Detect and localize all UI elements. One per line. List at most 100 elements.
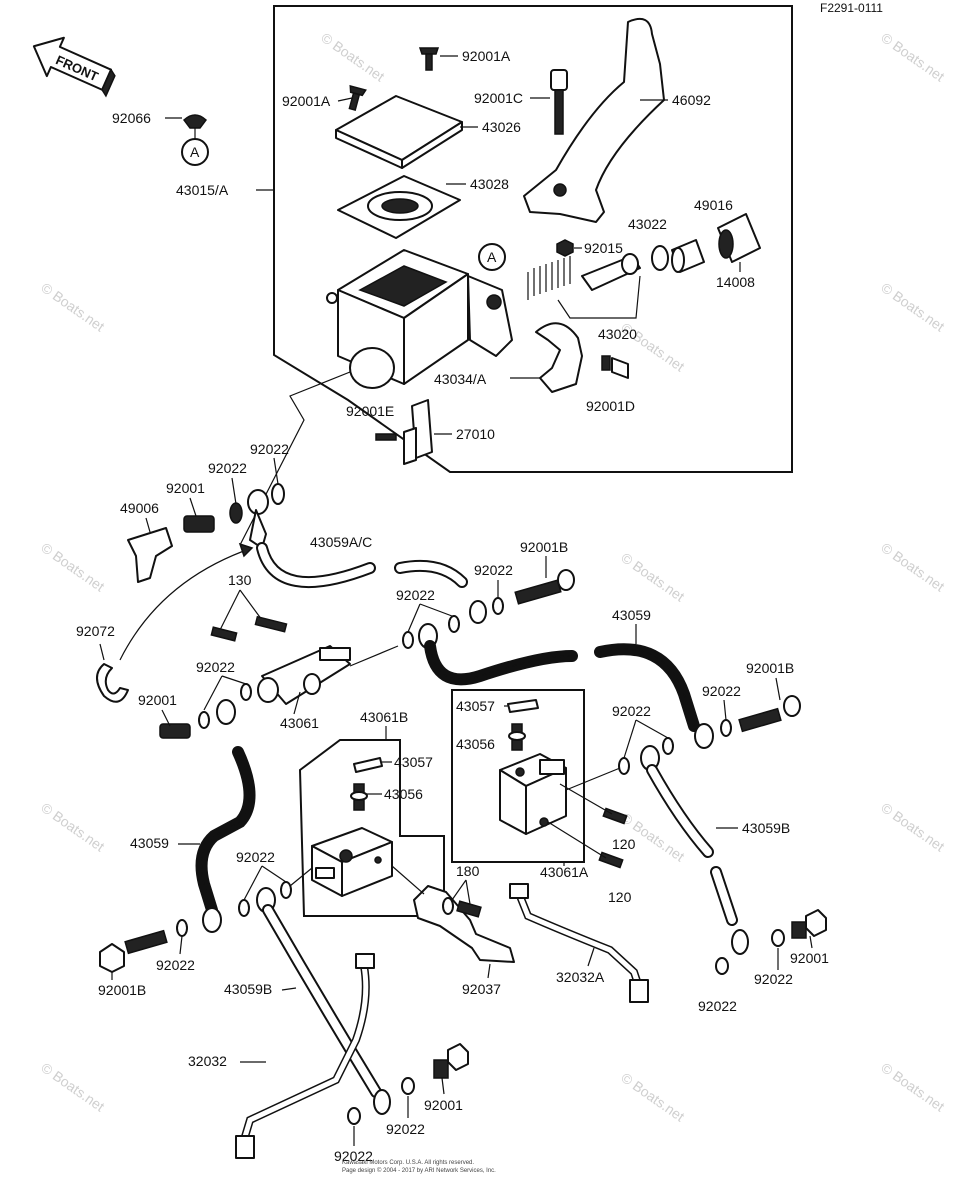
label-14008: 14008 [716,274,755,290]
watermark: © Boats.net [38,799,107,854]
label-43034a: 43034/A [434,371,487,387]
banjo-bolt-92001b-c [99,929,168,973]
master-cylinder-group-frame [273,5,793,473]
clip-92072 [96,663,129,703]
label-43026: 43026 [482,119,521,135]
label-49016: 49016 [694,197,733,213]
watermark: © Boats.net [38,539,107,594]
label-92022-d: 92022 [396,587,435,603]
hose-43059-left [195,746,256,916]
label-43059b-l: 43059B [224,981,272,997]
label-43059ac: 43059A/C [310,534,372,550]
leader-line [239,369,356,546]
washer-92022-lower-right [715,929,785,975]
clip-43057-b [353,757,383,773]
washer-92022 [492,597,504,615]
label-43057-b: 43057 [394,754,433,770]
valve-body-43061a [499,753,567,835]
label-43022: 43022 [628,216,667,232]
cap-screw-92066 [182,114,208,129]
watermark: © Boats.net [878,1059,947,1114]
label-43061: 43061 [280,715,319,731]
bolt-92001-bottom [433,1043,469,1079]
pipe-fitting-32032-bottom [235,1135,255,1159]
bolt-92001-lower-right [791,909,827,939]
label-92022-a: 92022 [250,441,289,457]
label-92022-h: 92022 [236,849,275,865]
label-92001c: 92001C [474,90,523,106]
banjo-union [731,929,749,955]
diaphragm-43028 [337,175,461,239]
hose-43059-center [424,640,578,686]
copyright-line-2: Page design © 2004 - 2017 by ARI Network… [342,1167,496,1174]
pivot-bolt-92001c [550,69,568,135]
banjo-union-right-valve [618,737,674,775]
label-32032a: 32032A [556,969,605,985]
label-130: 130 [228,572,252,588]
master-cylinder-body [326,249,513,389]
label-92022-j: 92022 [698,998,737,1014]
watermark: © Boats.net [618,549,687,604]
banjo-union [373,1089,391,1115]
brake-lever-46092 [523,18,665,223]
label-92015: 92015 [584,240,623,256]
callout-letter: A [487,249,497,265]
label-180: 180 [456,863,480,879]
callout-a-left: A [181,114,209,166]
watermark: © Boats.net [878,279,947,334]
bleeder-43056-b [350,783,368,811]
label-92072: 92072 [76,623,115,639]
banjo-union-left [159,683,252,739]
watermark: © Boats.net [878,29,947,84]
label-92022-b: 92022 [208,460,247,476]
screw-92001a-top [418,47,440,71]
watermark: © Boats.net [878,539,947,594]
label-43057-a: 43057 [456,698,495,714]
bolt-180 [442,897,482,918]
figure-code: F2291-0111 [820,1,883,15]
label-92022-i: 92022 [156,957,195,973]
watermark: © Boats.net [38,1059,107,1114]
screw-92001a-left [348,84,367,111]
label-92001-d: 92001 [424,1097,463,1113]
proportioning-valve-group-frame-b [298,739,445,917]
pipe-fitting-32032a-bottom [629,979,649,1003]
proportioning-valve-group-frame-a [451,689,585,863]
switch-27010 [403,399,433,465]
watermark: © Boats.net [318,29,387,84]
boot-49016 [671,239,705,273]
banjo-union [469,600,487,624]
label-92022-l: 92022 [386,1121,425,1137]
label-43059b-r: 43059B [742,820,790,836]
label-92001b-c: 92001B [98,982,146,998]
banjo-bolt-92001b-a [514,569,575,605]
washer-43022 [651,245,669,271]
screw-92001e [375,433,397,441]
label-46092: 46092 [672,92,711,108]
cap-49006 [127,527,173,583]
label-43059-r: 43059 [612,607,651,623]
clip-43057-a [507,699,539,713]
label-92066: 92066 [112,110,151,126]
piston-43020 [527,253,641,300]
pipe-fitting-32032a-top [509,883,529,899]
label-43056-a: 43056 [456,736,495,752]
label-120-a: 120 [612,836,636,852]
label-92001d: 92001D [586,398,635,414]
label-43061a: 43061A [540,864,589,880]
bolts-130 [210,615,288,642]
label-92022-e: 92022 [196,659,235,675]
label-92022-f: 92022 [702,683,741,699]
cover-14008 [717,213,761,263]
pipe-fitting-32032-top [355,953,375,969]
label-120-b: 120 [608,889,632,905]
label-92001e: 92001E [346,403,394,419]
label-43059-l: 43059 [130,835,169,851]
label-92022-k: 92022 [754,971,793,987]
banjo-union-upper [183,483,285,549]
label-43028: 43028 [470,176,509,192]
label-32032: 32032 [188,1053,227,1069]
label-92022-m: 92022 [334,1148,373,1164]
label-92022-g: 92022 [612,703,651,719]
